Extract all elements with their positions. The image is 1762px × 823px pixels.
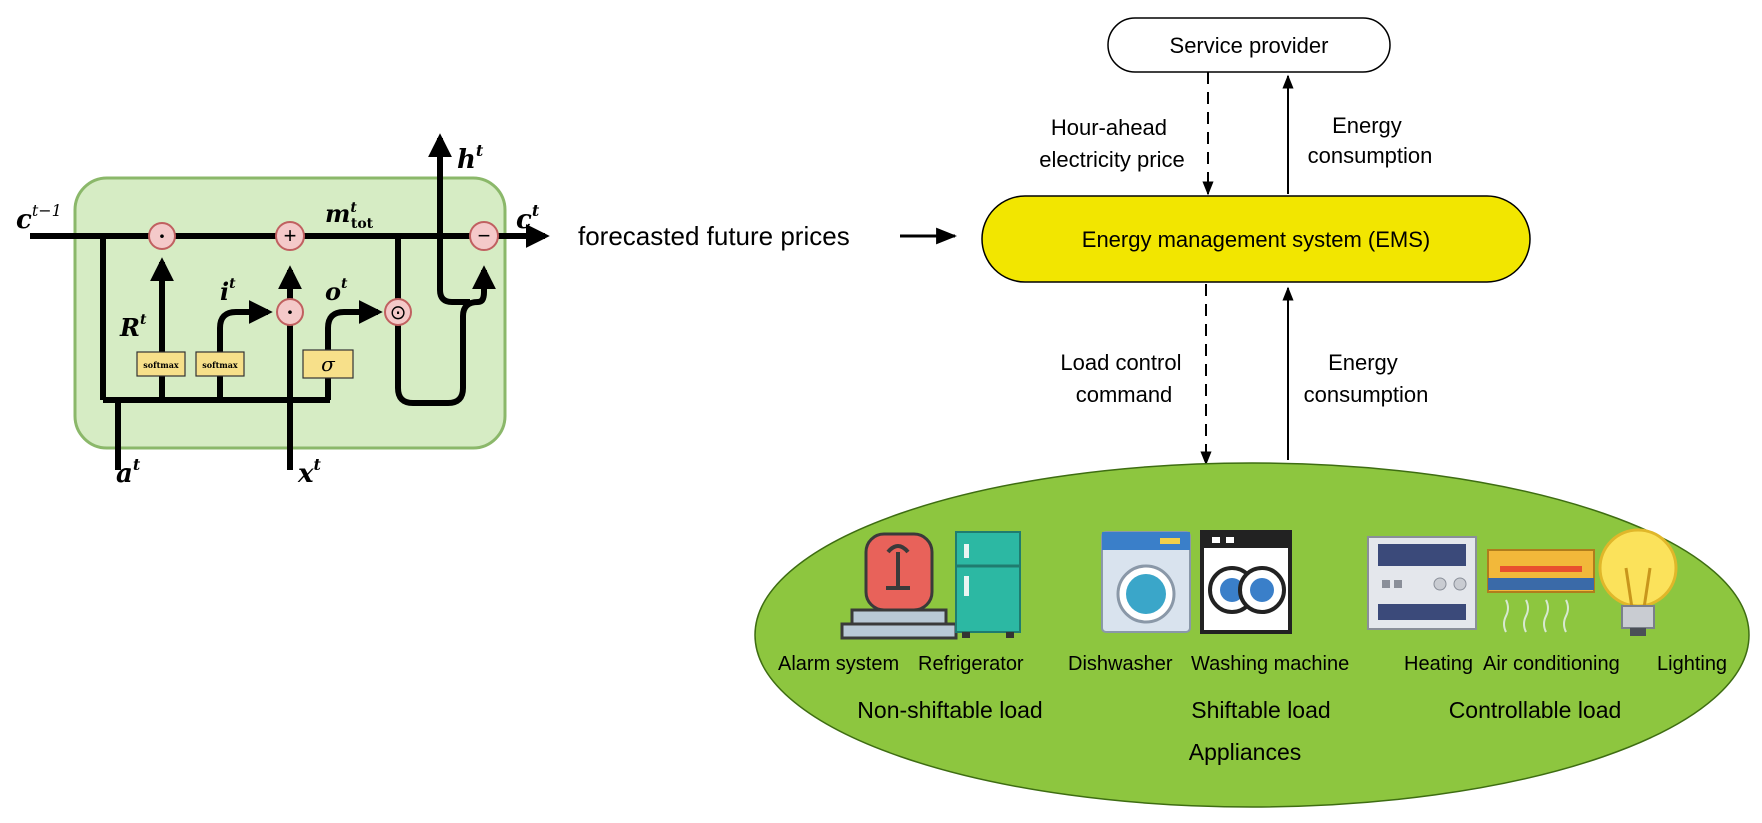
top-energy-consumption-label: Energy consumption (1308, 113, 1433, 168)
bottom-energy-consumption-label: Energy consumption (1304, 350, 1429, 407)
appliance-label-lighting: Lighting (1657, 653, 1727, 675)
odot-op (384, 298, 412, 326)
hour-ahead-label: Hour-ahead electricity price (1039, 115, 1184, 172)
washing-machine-icon (1101, 531, 1191, 633)
i-gate-line (217, 300, 273, 400)
service-provider-box (1107, 17, 1391, 73)
appliance-label-heating: Heating (1404, 653, 1473, 675)
softmax-box-2 (195, 351, 245, 377)
softmax-box-1-label: softmax (143, 360, 179, 370)
h-loop-line (395, 236, 496, 406)
appliances-title: Appliances (1189, 739, 1302, 765)
sigma-box (302, 349, 354, 379)
ems-box (981, 195, 1531, 283)
plus-op (275, 221, 305, 251)
mult-op-1-symbol: · (159, 224, 166, 248)
o-gate-label: ot (325, 276, 348, 306)
lstm-cell: · + · ⊙ − softmax softmax σ ct−1 ct ht m… (16, 133, 550, 489)
x-input-label: xt (297, 455, 322, 489)
group-label-shiftable: Shiftable load (1191, 697, 1330, 723)
h-out-label: ht (457, 141, 484, 175)
appliance-label-air-conditioning: Air conditioning (1483, 653, 1620, 675)
minus-op-symbol: − (478, 223, 491, 248)
h-output-line (437, 236, 470, 305)
appliance-label-refrigerator: Refrigerator (918, 653, 1024, 675)
i-gate-label: it (220, 276, 236, 306)
lighting-icon (1598, 528, 1678, 636)
ems-label: Energy management system (EMS) (1082, 227, 1430, 252)
air-conditioning-icon (1487, 549, 1595, 633)
mult-op-2-symbol: · (287, 300, 294, 324)
a-input-label: at (116, 455, 141, 489)
softmax-box-2-label: softmax (202, 360, 238, 370)
forecast-label: forecasted future prices (578, 221, 850, 251)
appliance-label-dishwasher: Dishwasher (1068, 653, 1173, 675)
odot-op-symbol: ⊙ (390, 302, 407, 324)
plus-op-symbol: + (284, 223, 297, 248)
service-provider-label: Service provider (1170, 33, 1329, 58)
appliance-label-washing-machine: Washing machine (1191, 653, 1349, 675)
softmax-box-1 (136, 351, 186, 377)
appliance-label-alarm: Alarm system (778, 653, 899, 675)
mult-op-2 (276, 298, 304, 326)
c-prev-label: ct−1 (16, 201, 62, 235)
refrigerator-icon (955, 531, 1021, 638)
group-label-controllable: Controllable load (1449, 697, 1622, 723)
sigma-box-label: σ (321, 352, 336, 376)
c-out-label: ct (516, 201, 540, 235)
load-control-label: Load control command (1060, 350, 1187, 407)
mult-op-1 (148, 222, 176, 250)
group-label-non-shiftable: Non-shiftable load (857, 697, 1042, 723)
o-gate-line (325, 300, 383, 400)
r-gate-label: Rt (119, 312, 147, 342)
minus-op (469, 221, 499, 251)
heating-icon (1367, 536, 1477, 630)
dishwasher-icon (1200, 530, 1292, 634)
